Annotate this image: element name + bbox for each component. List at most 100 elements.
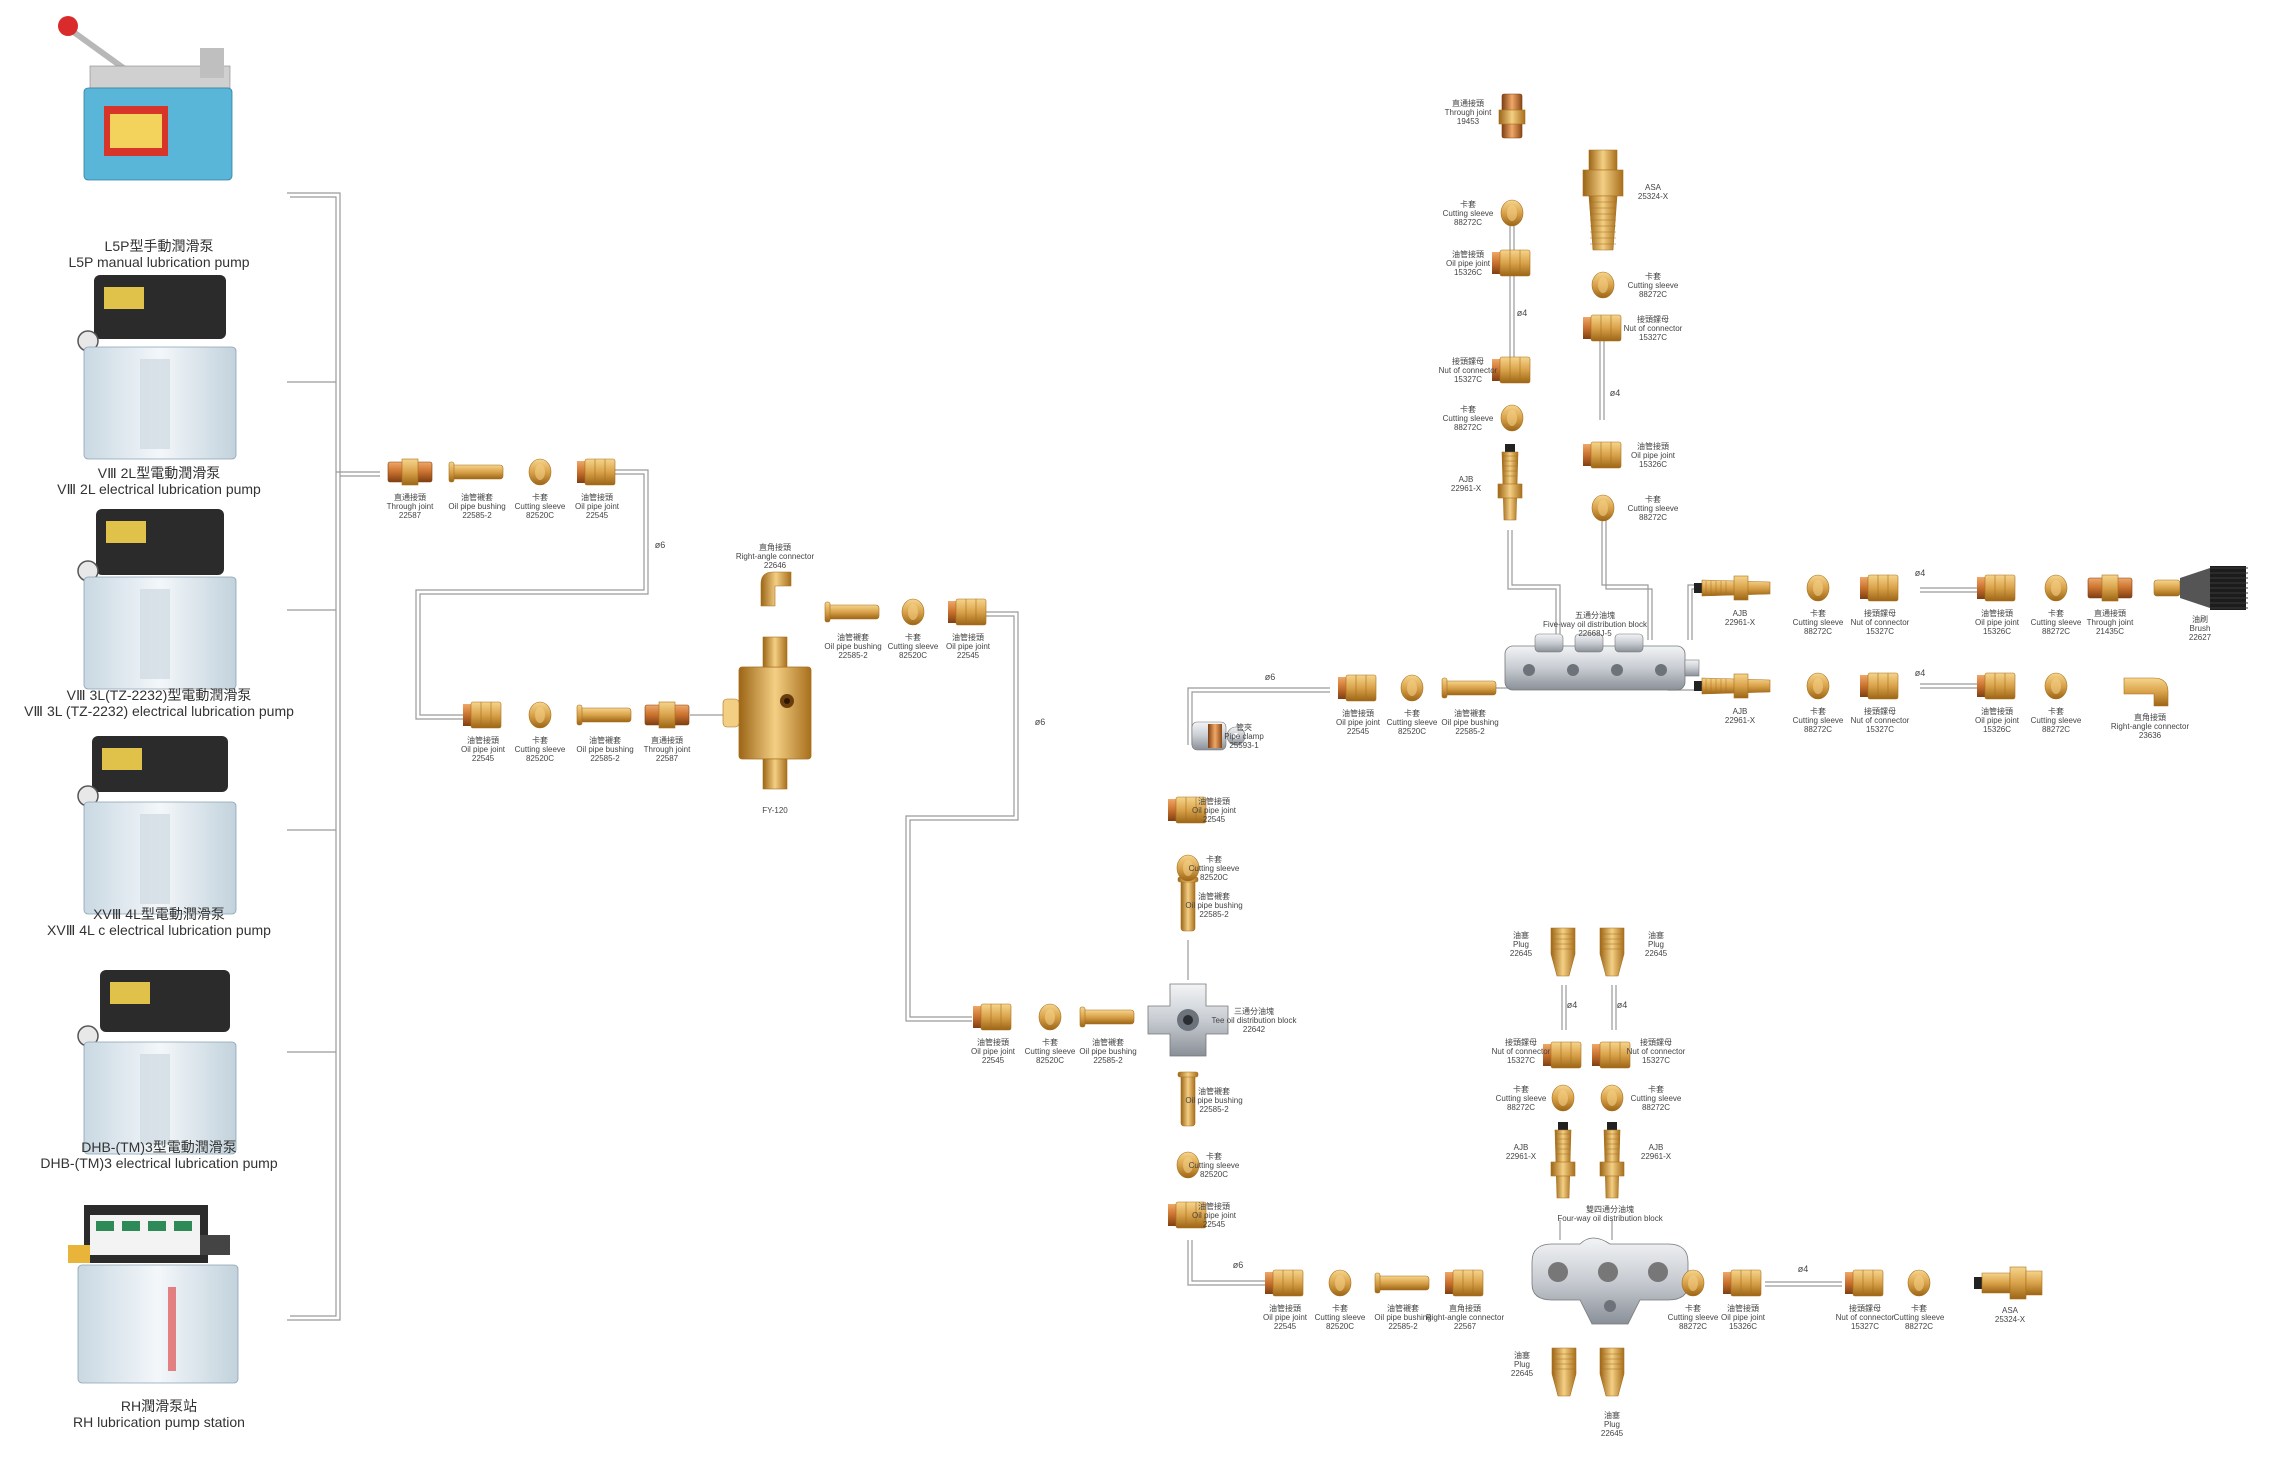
pipe-size-label: ø4 bbox=[1617, 1000, 1628, 1010]
fitting-label: 88272C bbox=[1679, 1322, 1707, 1331]
fitting-label: Nut of connector bbox=[1492, 1047, 1551, 1056]
fitting-label: Cutting sleeve bbox=[1793, 716, 1844, 725]
fitting-sleeve-21 bbox=[1176, 1151, 1200, 1179]
fitting-label: 88272C bbox=[1454, 218, 1482, 227]
fitting-label: 油管接頭 bbox=[1981, 608, 2013, 618]
fitting-label: 卡套 bbox=[1648, 1084, 1664, 1094]
fitting-label: 油管襯套 bbox=[589, 735, 621, 745]
fitting-label: 直通接頭 bbox=[1452, 98, 1484, 108]
fitting-label: Nut of connector bbox=[1836, 1313, 1895, 1322]
fitting-label: 88272C bbox=[1905, 1322, 1933, 1331]
fitting-vthrough-28 bbox=[1498, 93, 1526, 139]
fitting-nut-13 bbox=[973, 1003, 1012, 1031]
fitting-label: 21435C bbox=[2096, 627, 2124, 636]
fitting-nut-42 bbox=[1977, 574, 2016, 602]
fitting-label: 22545 bbox=[472, 754, 495, 763]
fitting-label: 15327C bbox=[1642, 1056, 1670, 1065]
fitting-label: 22585-2 bbox=[590, 754, 620, 763]
fitting-label: AJB bbox=[1733, 707, 1748, 716]
fitting-label: 22668J-5 bbox=[1578, 629, 1612, 638]
fitting-label: 接頭鏍母 bbox=[1505, 1037, 1537, 1047]
fitting-sleeve-38 bbox=[1591, 494, 1615, 522]
fitting-label: 卡套 bbox=[2048, 706, 2064, 716]
pipe-size-label: ø4 bbox=[1915, 668, 1926, 678]
fitting-label: 82520C bbox=[1200, 873, 1228, 882]
fitting-label: Through joint bbox=[1445, 108, 1492, 117]
fitting-label: 88272C bbox=[2042, 627, 2070, 636]
fitting-label: Cutting sleeve bbox=[1628, 281, 1679, 290]
fitting-label: 15327C bbox=[1639, 333, 1667, 342]
fitting-through-7 bbox=[644, 701, 690, 729]
fitting-nut-31 bbox=[1492, 356, 1531, 384]
fitting-label: Brush bbox=[2190, 624, 2211, 633]
fitting-label: 油管接頭 bbox=[1198, 796, 1230, 806]
fitting-label: 22585-2 bbox=[1199, 910, 1229, 919]
fitting-label: 油管接頭 bbox=[1198, 1201, 1230, 1211]
fitting-label: Through joint bbox=[644, 745, 691, 754]
fitting-label: 15327C bbox=[1454, 375, 1482, 384]
fitting-label: 油管襯套 bbox=[1387, 1303, 1419, 1313]
fitting-label: 22645 bbox=[1510, 949, 1533, 958]
fitting-label: 88272C bbox=[2042, 725, 2070, 734]
pipe-size-label: ø4 bbox=[1567, 1000, 1578, 1010]
fitting-label: 卡套 bbox=[532, 492, 548, 502]
fitting-nut-41 bbox=[1860, 574, 1899, 602]
fitting-label: 22587 bbox=[399, 511, 422, 520]
fitting-label: Cutting sleeve bbox=[888, 642, 939, 651]
fitting-label: 88272C bbox=[1639, 290, 1667, 299]
pipe-size-label: ø4 bbox=[1798, 1264, 1809, 1274]
fitting-label: Through joint bbox=[387, 502, 434, 511]
fitting-label: 直角接頭 bbox=[1449, 1303, 1481, 1313]
fitting-label: Oil pipe joint bbox=[971, 1047, 1016, 1056]
pump-name-zh: VⅢ 3L(TZ-2232)型電動潤滑泵 bbox=[67, 687, 252, 703]
fitting-label: 25324-X bbox=[1638, 192, 1669, 201]
fitting-label: Cutting sleeve bbox=[1894, 1313, 1945, 1322]
fitting-label: 油管接頭 bbox=[581, 492, 613, 502]
fitting-bushing-15 bbox=[1079, 1006, 1135, 1028]
fitting-label: Oil pipe joint bbox=[1975, 716, 2020, 725]
fitting-label: Plug bbox=[1648, 940, 1664, 949]
fitting-label: 82520C bbox=[1200, 1170, 1228, 1179]
fitting-label: 油管接頭 bbox=[1342, 708, 1374, 718]
fitting-label: Five-way oil distribution block bbox=[1543, 620, 1648, 629]
fitting-label: 22645 bbox=[1645, 949, 1668, 958]
fitting-label: 油管接頭 bbox=[952, 632, 984, 642]
fitting-label: Oil pipe bushing bbox=[824, 642, 881, 651]
pipe-size-label: ø6 bbox=[655, 540, 666, 550]
fitting-through-44 bbox=[2087, 574, 2133, 602]
fitting-ajbh-46 bbox=[1694, 673, 1771, 699]
fitting-label: Oil pipe bushing bbox=[1079, 1047, 1136, 1056]
fitting-label: 22627 bbox=[2189, 633, 2212, 642]
fitting-label: 22545 bbox=[1203, 815, 1226, 824]
fitting-label: 卡套 bbox=[1404, 708, 1420, 718]
fitting-label: 22587 bbox=[656, 754, 679, 763]
fitting-label: Oil pipe bushing bbox=[576, 745, 633, 754]
fitting-label: 82520C bbox=[1036, 1056, 1064, 1065]
fitting-label: 卡套 bbox=[1685, 1303, 1701, 1313]
fitting-label: 接頭鏍母 bbox=[1849, 1303, 1881, 1313]
pump-name-en: XVⅢ 4L c electrical lubrication pump bbox=[47, 922, 271, 938]
fitting-bushing-63 bbox=[1374, 1272, 1430, 1294]
fitting-label: 直通接頭 bbox=[2094, 608, 2126, 618]
fitting-sleeve-18 bbox=[1176, 854, 1200, 882]
fitting-label: Cutting sleeve bbox=[1315, 1313, 1366, 1322]
fitting-plug-70 bbox=[1551, 1347, 1577, 1397]
fitting-sleeve-35 bbox=[1591, 271, 1615, 299]
fitting-label: 15327C bbox=[1866, 627, 1894, 636]
fitting-label: 卡套 bbox=[905, 632, 921, 642]
fitting-label: 卡套 bbox=[1513, 1084, 1529, 1094]
fitting-label: 22585-2 bbox=[1199, 1105, 1229, 1114]
fitting-nut-66 bbox=[1723, 1269, 1762, 1297]
fitting-label: Oil pipe joint bbox=[1721, 1313, 1766, 1322]
fitting-tee-16 bbox=[1147, 983, 1229, 1057]
fitting-label: Cutting sleeve bbox=[515, 745, 566, 754]
fitting-label: Cutting sleeve bbox=[1025, 1047, 1076, 1056]
fitting-vbushing-22 bbox=[1177, 1071, 1199, 1127]
fitting-label: 88272C bbox=[1507, 1103, 1535, 1112]
fitting-label: Oil pipe joint bbox=[1192, 806, 1237, 815]
fitting-label: 油管襯套 bbox=[1454, 708, 1486, 718]
fitting-label: 雙四通分油塊 bbox=[1586, 1204, 1634, 1214]
fitting-nut-4 bbox=[463, 701, 502, 729]
